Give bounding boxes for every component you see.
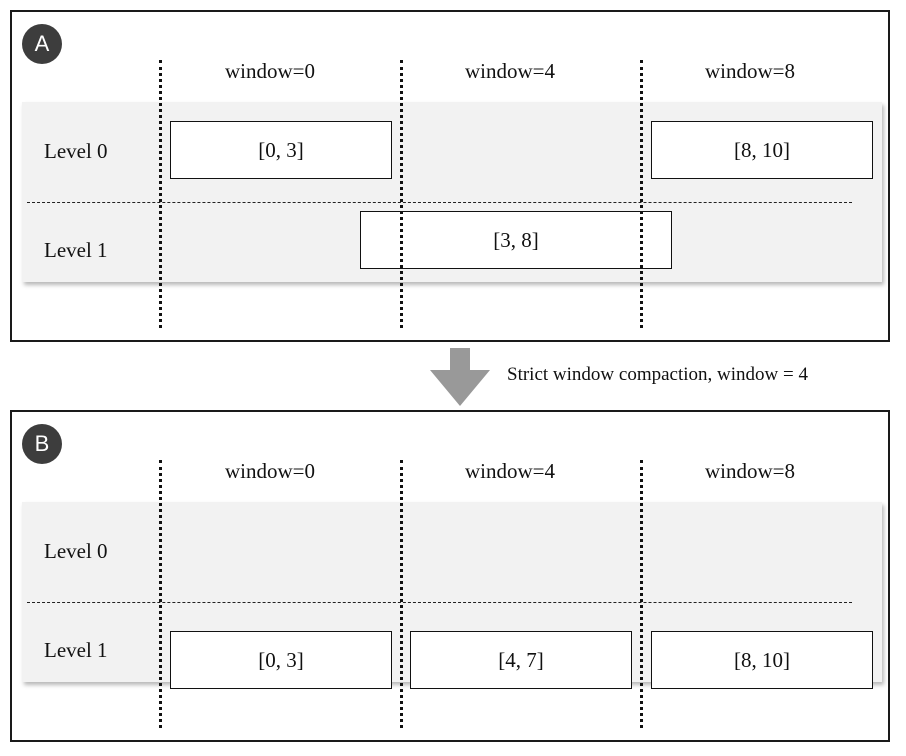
transition-caption: Strict window compaction, window = 4 [507, 364, 808, 385]
panel-badge-b: B [22, 424, 62, 464]
level-separator [27, 602, 852, 603]
window-label-4: window=4 [464, 59, 555, 83]
level-separator [27, 202, 852, 203]
range-box-0-3: [0, 3] [170, 631, 392, 689]
range-box-0-3: [0, 3] [170, 121, 392, 179]
window-label-0: window=0 [224, 59, 315, 83]
range-box-8-10: [8, 10] [651, 631, 873, 689]
window-boundary-4 [400, 460, 403, 728]
panel-b: B window=0 window=4 window=8 Level 0 Lev… [10, 410, 890, 742]
window-boundary-4 [400, 60, 403, 328]
panel-badge-a: A [22, 24, 62, 64]
down-arrow-icon [430, 348, 490, 406]
window-boundary-8 [640, 60, 643, 328]
window-label-4: window=4 [464, 459, 555, 483]
range-box-4-7: [4, 7] [410, 631, 632, 689]
range-box-3-8: [3, 8] [360, 211, 672, 269]
window-label-0: window=0 [224, 459, 315, 483]
level-1-label: Level 1 [44, 238, 108, 262]
level-0-label: Level 0 [44, 539, 108, 563]
range-box-8-10: [8, 10] [651, 121, 873, 179]
window-boundary-8 [640, 460, 643, 728]
window-label-8: window=8 [704, 459, 795, 483]
level-0-label: Level 0 [44, 139, 108, 163]
level-1-label: Level 1 [44, 638, 108, 662]
panel-a: A window=0 window=4 window=8 Level 0 Lev… [10, 10, 890, 342]
window-boundary-0 [159, 460, 162, 728]
window-boundary-0 [159, 60, 162, 328]
window-label-8: window=8 [704, 59, 795, 83]
